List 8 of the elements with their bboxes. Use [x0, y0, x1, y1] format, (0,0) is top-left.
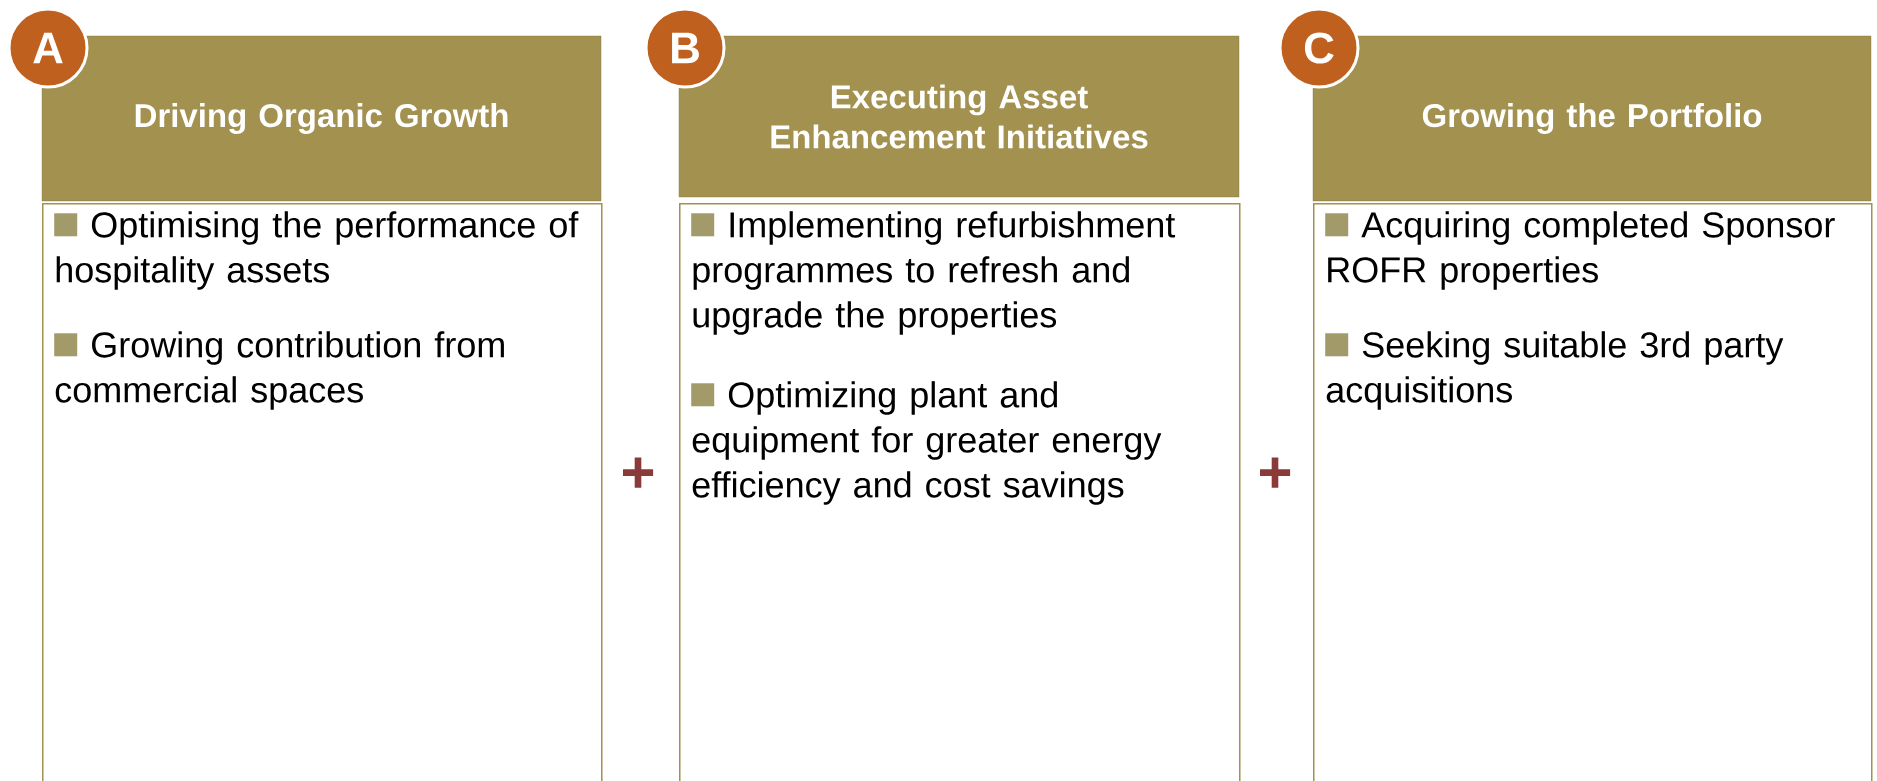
plus-sign: + — [1260, 457, 1291, 488]
plus-sign: + — [623, 457, 654, 488]
bullet-item: Implementing refurbishment programmes to refresh and upgrade the properties — [691, 211, 1176, 335]
bullet-item: Seeking suitable 3rd party acquisitions — [1325, 331, 1784, 410]
bullet-item: Growing contribution from commercial spaces — [54, 331, 504, 410]
bullet-item: Optimizing plant and equipment for greater energy efficiency and cost savings — [691, 381, 1162, 505]
bullet-item: Optimising the performance of hospitality assets — [54, 211, 579, 290]
bullet-item: Acquiring completed Sponsor ROFR properties — [1325, 211, 1835, 290]
